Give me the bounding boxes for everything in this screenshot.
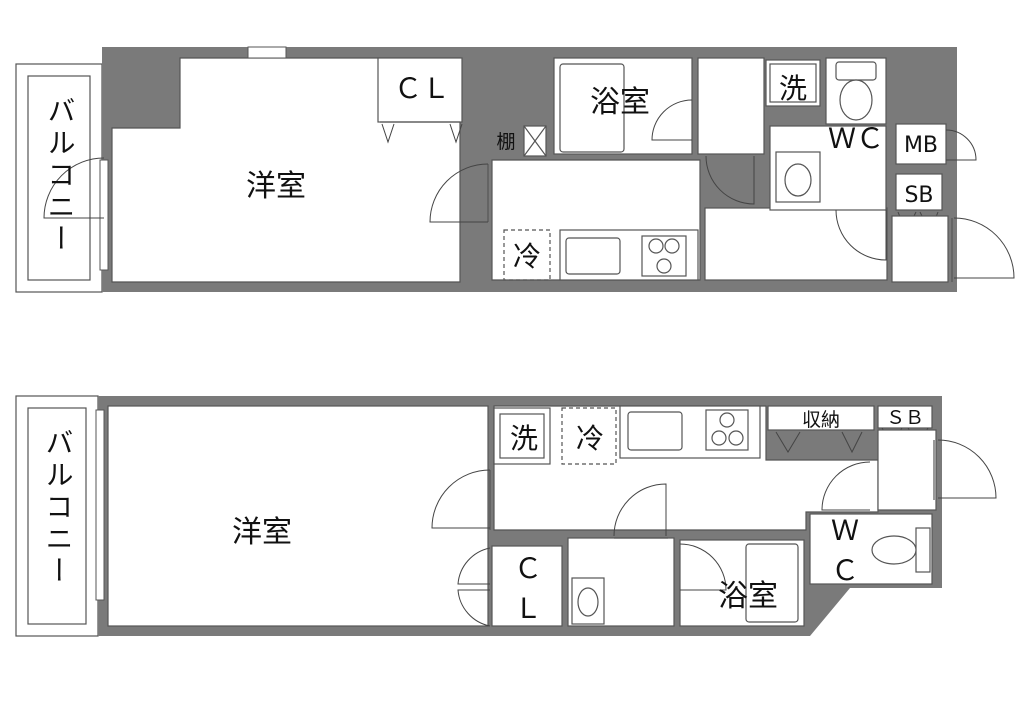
mb-a — [895, 123, 947, 165]
label-closet-b-bottom: Ｌ — [514, 592, 542, 625]
label-bath-b: 浴室 — [718, 579, 778, 614]
label-wc-b-bottom: Ｃ — [831, 554, 859, 587]
label-washer-a: 洗 — [779, 72, 807, 105]
room-bath-a — [553, 57, 693, 155]
label-sb-a: SB — [904, 183, 933, 208]
label-closet-b-top: Ｃ — [514, 552, 542, 585]
label-western-room-a: 洋室 — [246, 169, 306, 204]
label-shelf-a: 棚 — [496, 131, 515, 153]
label-mb-a: MB — [904, 133, 938, 158]
floor-plan-a: バルコニー 洋室 ＣＬ 浴室 洗 ＷＣ MB SB 棚 冷 — [15, 46, 1015, 293]
room-western-b — [107, 405, 489, 627]
washer-a — [765, 59, 821, 107]
fridge-b — [561, 407, 617, 465]
washer-b — [493, 407, 551, 465]
label-storage-b: 収納 — [802, 409, 840, 431]
label-western-room-b: 洋室 — [232, 515, 292, 550]
kitchen-counter-b — [619, 405, 761, 459]
room-bath-b — [679, 539, 805, 627]
label-balcony-a: バルコニー — [44, 96, 77, 256]
room-corridor-b — [493, 405, 879, 531]
storage-b — [767, 405, 875, 431]
label-washer-b: 洗 — [510, 422, 538, 455]
label-closet-a: ＣＬ — [394, 72, 450, 105]
label-balcony-b: バルコニー — [42, 428, 75, 588]
label-fridge-a: 冷 — [513, 240, 541, 273]
entrance-a — [891, 215, 949, 283]
floor-plan-b: バルコニー 洋室 洗 冷 収納 ＳＢ Ｗ Ｃ Ｃ Ｌ 浴室 — [15, 395, 997, 637]
sb-b — [877, 405, 933, 429]
label-wc-a: ＷＣ — [828, 122, 884, 155]
label-fridge-b: 冷 — [576, 422, 604, 455]
room-closet-b — [491, 545, 563, 627]
label-wc-b-top: Ｗ — [831, 514, 859, 547]
sb-a — [895, 173, 943, 211]
label-sb-b: ＳＢ — [886, 407, 924, 429]
fridge-a — [503, 229, 551, 281]
label-bath-a: 浴室 — [590, 85, 650, 120]
entrance-b — [877, 429, 937, 511]
